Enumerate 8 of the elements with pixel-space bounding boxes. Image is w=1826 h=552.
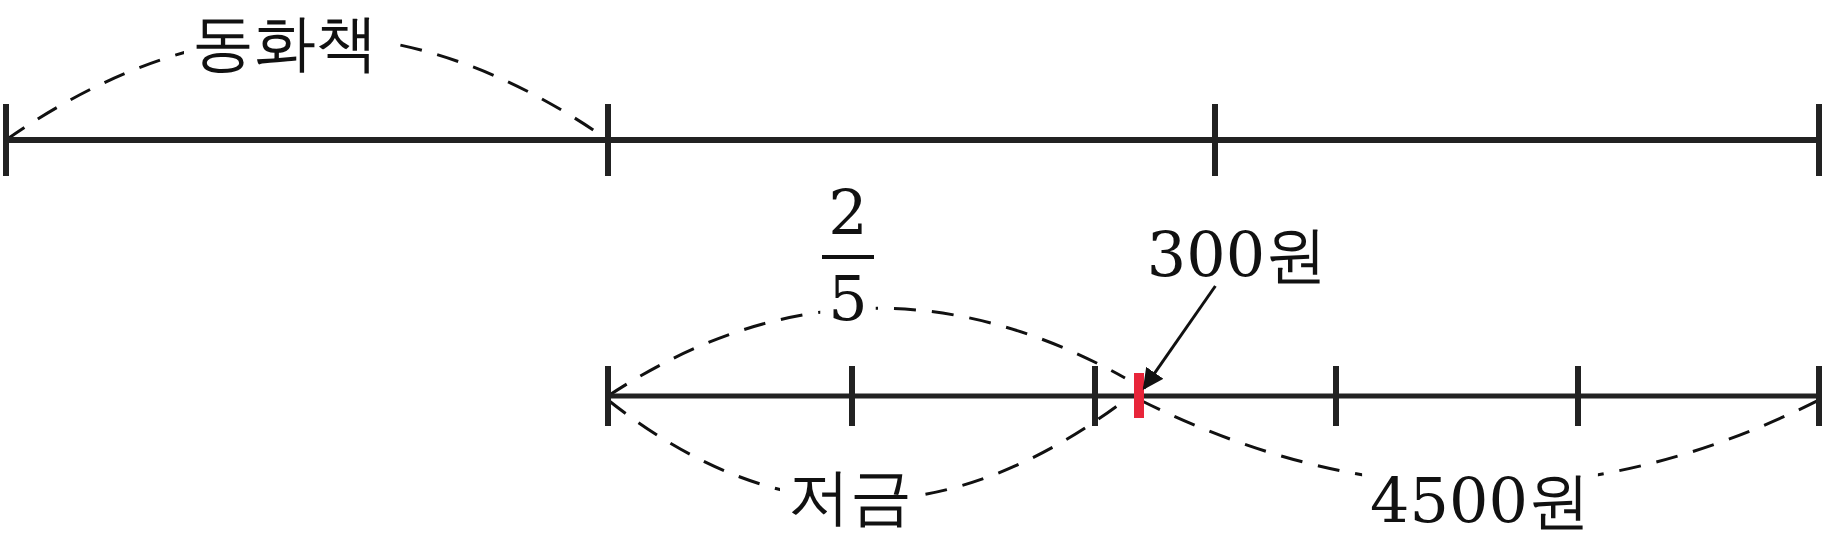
segment-label: 저금 [788,466,912,528]
fraction-numerator: 2 [828,182,868,244]
segment-label: 4500원 [1370,470,1590,532]
leader-text: 300원 [1146,224,1328,286]
marker-bar [1134,373,1144,418]
fraction-denominator: 5 [828,268,868,330]
leader-line [1142,285,1217,391]
segment-label: 동화책 [192,12,378,74]
